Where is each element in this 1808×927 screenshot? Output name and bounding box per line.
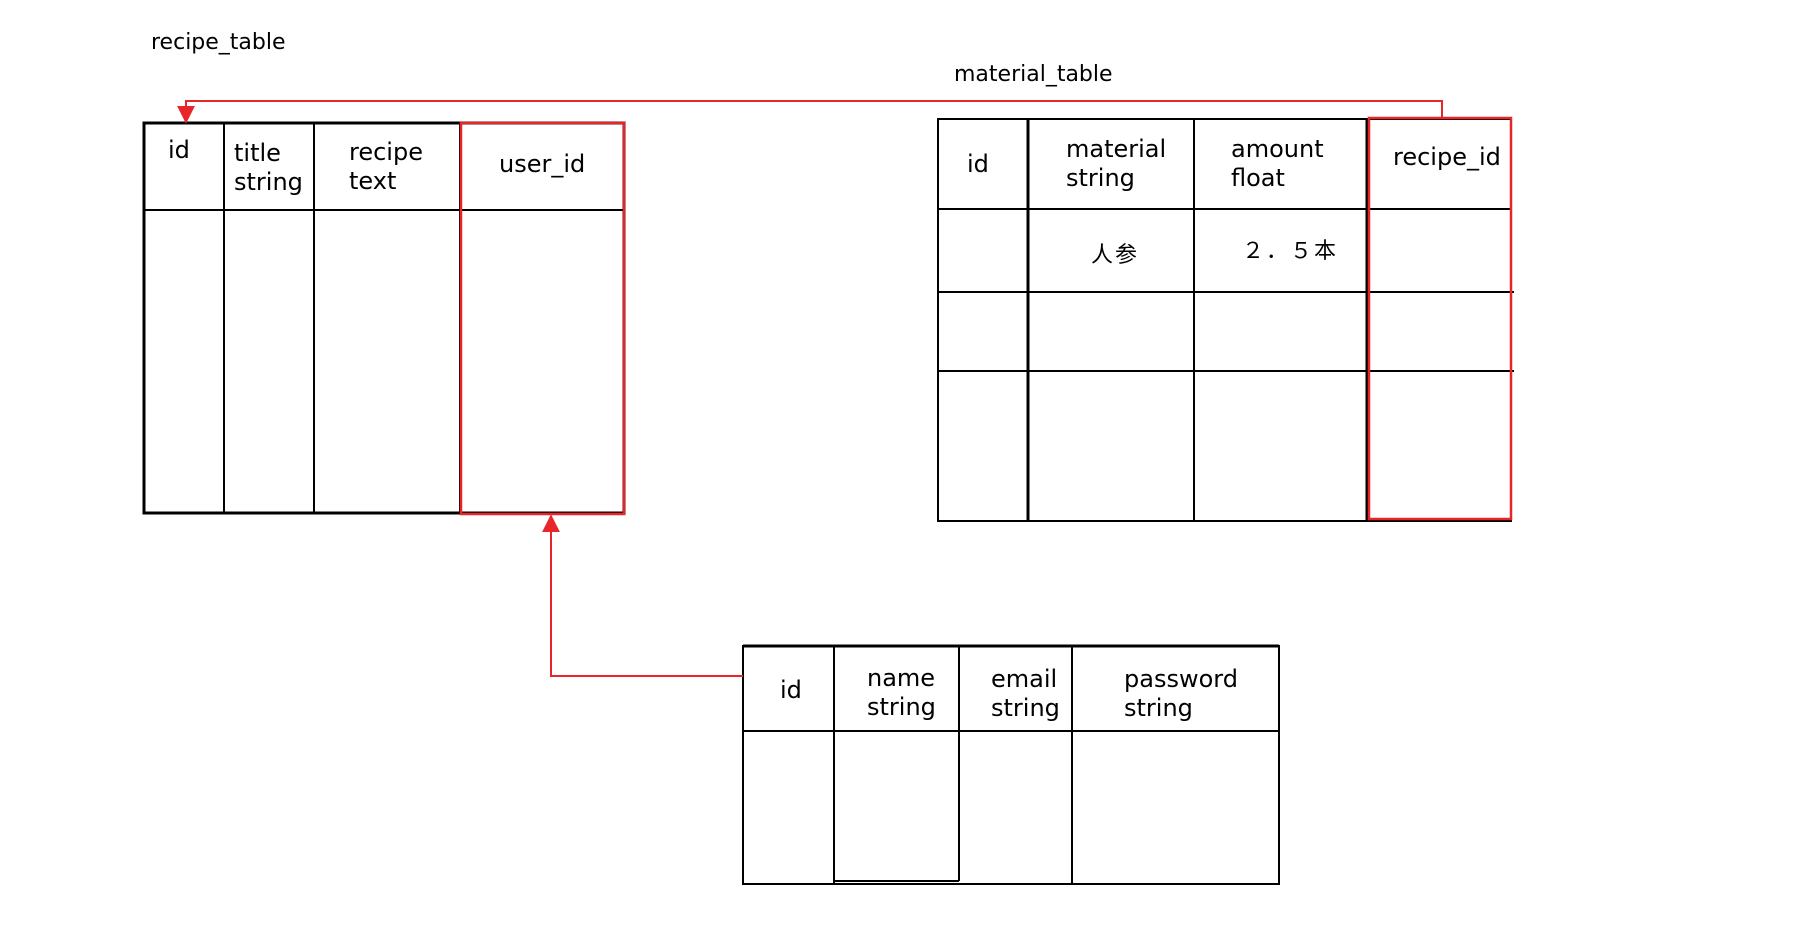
user-col-name: name string (867, 664, 936, 722)
user-col-password-name: password (1124, 665, 1238, 693)
recipe-col-title-type: string (234, 168, 303, 196)
recipe-user-id-highlight (459, 121, 626, 516)
recipe-col-recipe-name: recipe (349, 138, 423, 166)
material-col-recipe-id: recipe_id (1393, 143, 1501, 172)
user-col-id-name: id (780, 676, 802, 704)
recipe-col-id-name: id (168, 136, 190, 164)
recipe-col-recipe-type: text (349, 167, 397, 195)
material-col-material-type: string (1066, 164, 1135, 192)
user-col-id: id (780, 676, 802, 705)
material-table-title: material_table (954, 62, 1113, 87)
recipe-col-user-id-name: user_id (499, 150, 586, 178)
material-col-id: id (967, 150, 989, 179)
material-col-id-name: id (967, 150, 989, 178)
material-recipe-id-highlight (1367, 116, 1513, 521)
material-row-amount-value: ２．５本 (1242, 239, 1339, 264)
recipe-col-recipe: recipe text (349, 138, 423, 196)
recipe-table-title: recipe_table (151, 30, 286, 55)
material-col-amount: amount float (1231, 135, 1324, 193)
material-row-material-value: 人参 (1091, 243, 1140, 268)
material-col-amount-type: float (1231, 164, 1285, 192)
material-col-amount-name: amount (1231, 135, 1324, 163)
recipe-col-title-name: title (234, 139, 281, 167)
user-col-email-name: email (991, 665, 1058, 693)
material-table-grid (937, 118, 1514, 522)
material-col-material-name: material (1066, 135, 1167, 163)
user-col-name-name: name (867, 664, 936, 692)
material-col-material: material string (1066, 135, 1166, 193)
recipe-col-id: id (168, 136, 190, 165)
user-col-email-type: string (991, 694, 1060, 722)
user-col-password-type: string (1124, 694, 1193, 722)
relation-user-id-to-recipe-user-id (542, 514, 743, 677)
recipe-col-title: title string (234, 139, 303, 197)
user-col-email: email string (991, 665, 1060, 723)
user-col-password: password string (1124, 665, 1238, 723)
user-table-grid (742, 644, 1280, 885)
relation-material-recipe-id-to-recipe-id (177, 100, 1443, 124)
material-col-recipe-id-name: recipe_id (1393, 143, 1501, 171)
user-col-name-type: string (867, 693, 936, 721)
recipe-col-user-id: user_id (499, 150, 585, 179)
